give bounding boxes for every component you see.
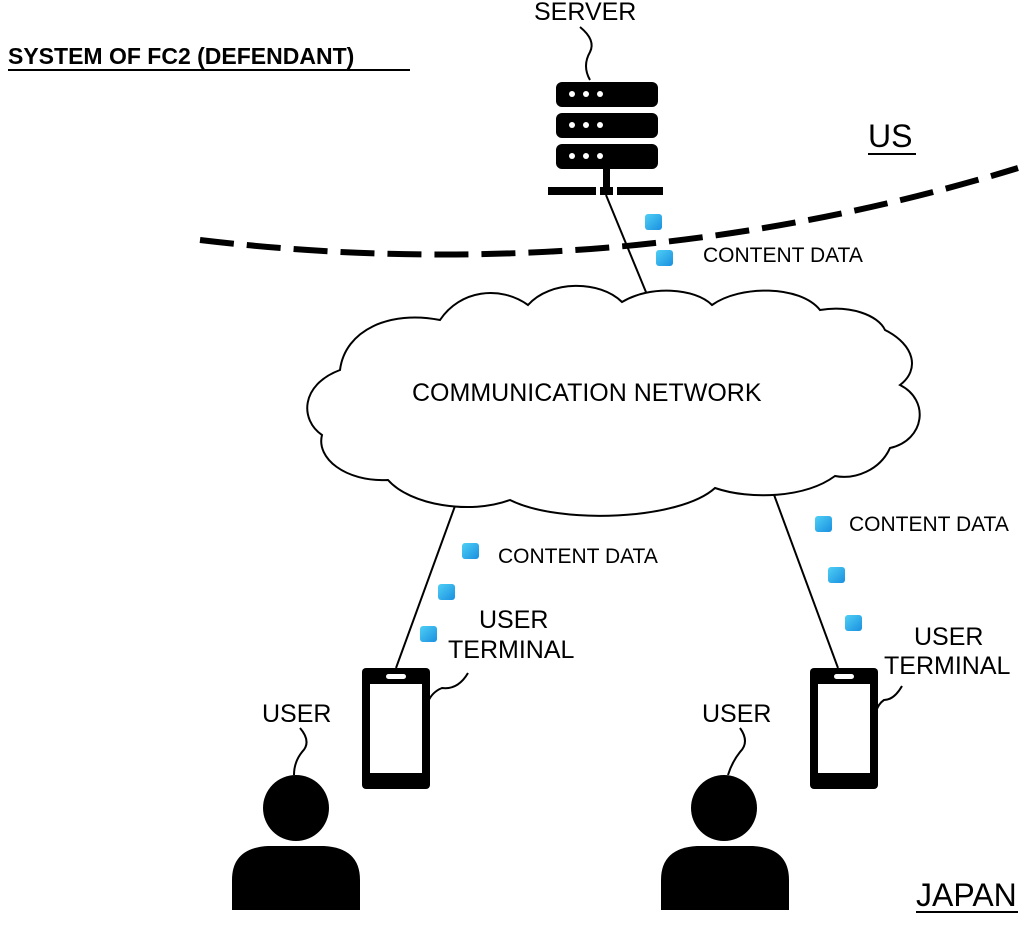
server-label: SERVER bbox=[534, 0, 636, 26]
terminal-label-line2: TERMINAL bbox=[448, 636, 575, 664]
region-us-label: US bbox=[868, 118, 912, 154]
cloud-icon bbox=[306, 284, 921, 517]
user-label: USER bbox=[702, 700, 771, 728]
data-packet-icon bbox=[656, 250, 673, 266]
person-icon bbox=[661, 775, 789, 910]
data-packet-icon bbox=[845, 615, 862, 631]
terminal-label-leader bbox=[427, 672, 469, 703]
data-packet-icon bbox=[815, 516, 832, 532]
data-packet-icon bbox=[645, 214, 662, 230]
smartphone-icon bbox=[810, 668, 878, 789]
region-japan-label: JAPAN bbox=[916, 877, 1017, 913]
terminal-label-line1: USER bbox=[914, 623, 983, 651]
content-data-label-server: CONTENT DATA bbox=[703, 244, 863, 267]
content-data-label-left: CONTENT DATA bbox=[498, 545, 658, 568]
server-network-link bbox=[605, 194, 649, 298]
server-icon bbox=[548, 82, 663, 195]
network-label: COMMUNICATION NETWORK bbox=[412, 379, 762, 407]
terminal-label-line1: USER bbox=[479, 606, 548, 634]
data-packet-icon bbox=[420, 626, 437, 642]
content-data-label-right: CONTENT DATA bbox=[849, 513, 1009, 536]
person-icon bbox=[232, 775, 360, 910]
terminal-label-leader bbox=[875, 685, 903, 713]
terminal-label-line2: TERMINAL bbox=[884, 652, 1011, 680]
user-terminal-left: USER TERMINAL USER bbox=[232, 606, 575, 910]
diagram-title: SYSTEM OF FC2 (DEFENDANT) bbox=[8, 43, 354, 69]
user-label-leader bbox=[727, 727, 746, 776]
server-label-leader bbox=[579, 26, 593, 81]
user-label: USER bbox=[262, 700, 331, 728]
data-packet-icon bbox=[462, 543, 479, 559]
smartphone-icon bbox=[362, 668, 430, 789]
user-terminal-right: USER TERMINAL USER bbox=[661, 623, 1011, 910]
user-label-leader bbox=[293, 727, 308, 776]
network-terminal-right-link bbox=[772, 491, 839, 669]
country-border-line bbox=[199, 165, 1019, 258]
network-terminal-left-link bbox=[395, 505, 456, 669]
data-packets bbox=[420, 214, 862, 642]
data-packet-icon bbox=[438, 584, 455, 600]
data-packet-icon bbox=[828, 567, 845, 583]
